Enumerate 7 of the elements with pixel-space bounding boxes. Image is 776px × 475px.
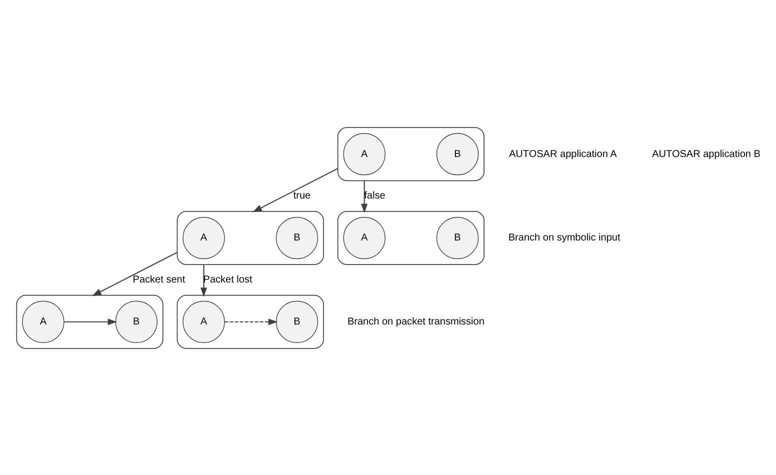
label: AUTOSAR application B [652,148,760,160]
label: Branch on packet transmission [347,316,484,328]
edge-label: Packet lost [203,274,252,286]
label: Branch on symbolic input [508,232,620,244]
edge-label: true [293,190,311,202]
edge-label: Packet sent [132,274,186,286]
label: AUTOSAR application A [509,148,617,160]
